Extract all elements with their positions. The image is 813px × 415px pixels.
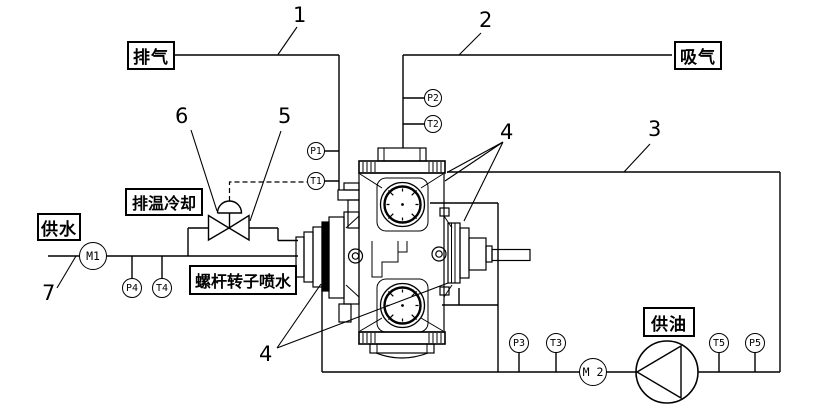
leader-3 bbox=[623, 143, 651, 173]
label-water-supply: 供水 bbox=[37, 213, 81, 241]
callout-2: 2 bbox=[479, 8, 493, 32]
sensor-t4: T4 bbox=[152, 278, 172, 298]
valve-body-right bbox=[227, 214, 250, 242]
flow-meter-m2: M 2 bbox=[579, 358, 607, 386]
valve-actuator-dome bbox=[216, 200, 243, 214]
p1-t1-stems bbox=[324, 150, 339, 182]
pipe-lines bbox=[48, 54, 781, 373]
sensor-p4: P4 bbox=[122, 278, 142, 298]
oil-pump-symbol bbox=[635, 340, 699, 404]
control-valve-symbol bbox=[207, 200, 250, 242]
label-exhaust: 排气 bbox=[127, 41, 175, 70]
exhaust-pipe bbox=[175, 54, 340, 190]
leader-4-top bbox=[444, 141, 504, 222]
valve-body-left bbox=[207, 214, 231, 242]
leader-1 bbox=[277, 26, 298, 55]
p4-t4-stems bbox=[131, 256, 163, 279]
callout-3: 3 bbox=[648, 117, 662, 141]
p2-t2-stems bbox=[403, 97, 425, 125]
label-oil-supply: 供油 bbox=[643, 307, 695, 337]
leader-7 bbox=[56, 255, 77, 289]
leader-4-bottom bbox=[276, 282, 449, 349]
leader-6 bbox=[190, 129, 218, 212]
sensor-p1: P1 bbox=[307, 142, 325, 160]
signal-line bbox=[228, 181, 307, 201]
sensor-p5: P5 bbox=[745, 333, 765, 353]
sensor-p2: P2 bbox=[424, 89, 442, 107]
oil-line bbox=[322, 171, 781, 373]
label-rotor-water-spray: 螺杆转子喷水 bbox=[189, 265, 297, 295]
callout-4-top: 4 bbox=[500, 120, 514, 144]
callout-4-bottom: 4 bbox=[259, 342, 273, 366]
frame-box bbox=[321, 202, 499, 372]
compressor-drawing bbox=[295, 147, 531, 359]
callout-1: 1 bbox=[293, 3, 307, 27]
p3-t3-t5-p5-stems bbox=[518, 352, 756, 372]
flow-meter-m1: M1 bbox=[79, 242, 107, 270]
leader-5 bbox=[249, 130, 282, 222]
suction-pipe bbox=[402, 54, 672, 148]
leader-lines bbox=[56, 26, 651, 349]
callout-6: 6 bbox=[175, 104, 189, 128]
pump-triangle bbox=[635, 344, 682, 400]
callout-7: 7 bbox=[42, 281, 56, 305]
sensor-t2: T2 bbox=[424, 115, 442, 133]
sensor-t5: T5 bbox=[709, 333, 729, 353]
label-discharge-temp-cooling: 排温冷却 bbox=[125, 188, 203, 216]
sensor-p3: P3 bbox=[509, 333, 529, 353]
leader-2 bbox=[458, 32, 482, 56]
label-suction: 吸气 bbox=[674, 41, 722, 70]
sensor-t1: T1 bbox=[307, 172, 325, 190]
sensor-t3: T3 bbox=[546, 333, 566, 353]
cooling-branch bbox=[187, 227, 298, 256]
callout-5: 5 bbox=[278, 104, 292, 128]
